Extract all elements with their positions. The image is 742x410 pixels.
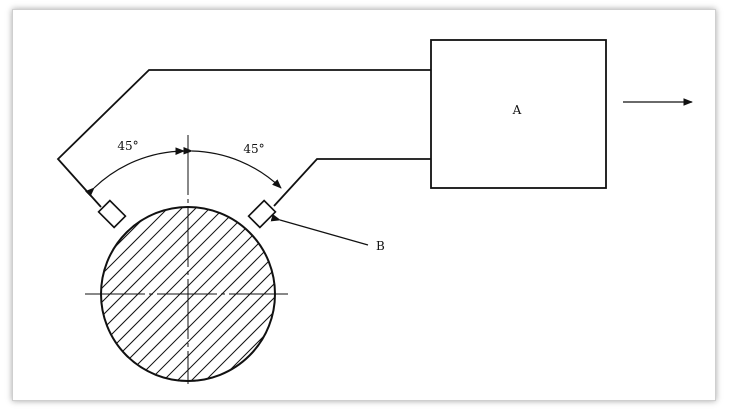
- hatch-line: [170, 207, 275, 381]
- hatch-line: [297, 187, 511, 401]
- hatch-line: [0, 187, 91, 401]
- hatch-line: [198, 207, 275, 381]
- right-angle-arc: [183, 146, 282, 189]
- hatch-line: [101, 207, 204, 381]
- hatch-line: [184, 207, 275, 381]
- left-signal-line: [56, 69, 431, 208]
- hatch-line: [0, 187, 63, 401]
- hatch-line: [325, 187, 539, 401]
- hatch-line: [339, 187, 553, 401]
- sensor-leader-line: [270, 213, 369, 246]
- right-sensor-block: [247, 199, 277, 229]
- hatch-line: [0, 187, 35, 401]
- left-angle-label: 45°: [117, 139, 138, 153]
- left-angle-arc: [85, 147, 185, 197]
- hatch-line: [311, 187, 525, 401]
- processor-box: [430, 39, 607, 189]
- right-signal-line: [273, 158, 431, 207]
- hatch-line: [0, 187, 49, 401]
- left-sensor-block: [97, 199, 127, 229]
- hatch-line: [268, 207, 275, 381]
- hatch-line: [101, 207, 190, 381]
- hatch-line: [283, 187, 497, 401]
- box-label: A: [512, 103, 522, 117]
- sensor-label: B: [376, 239, 385, 253]
- right-angle-label: 45°: [243, 142, 264, 156]
- hatch-line: [0, 187, 77, 401]
